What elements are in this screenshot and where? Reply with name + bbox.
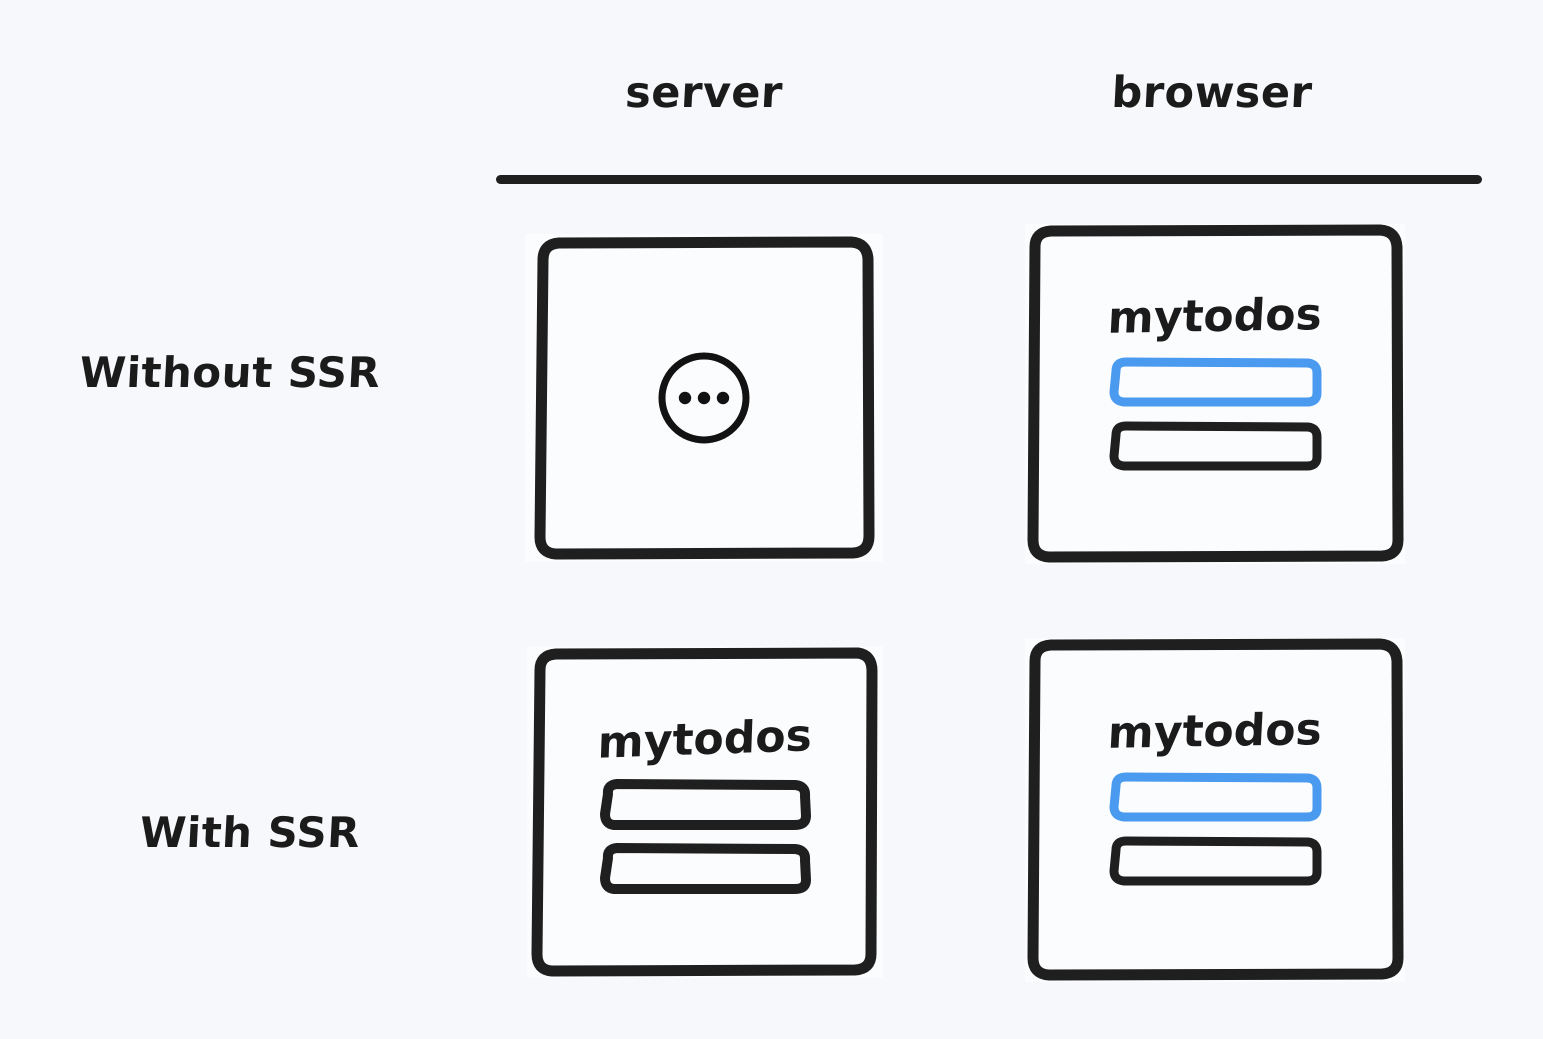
- ellipsis-circle-icon: [654, 348, 754, 448]
- card-frame-outline: [531, 647, 878, 977]
- todo-item-bar[interactable]: [1106, 772, 1324, 822]
- card-content: mytodos: [1025, 638, 1405, 982]
- card-server-without-ssr: [525, 234, 883, 562]
- card-browser-without-ssr: mytodos: [1025, 224, 1405, 564]
- column-header-server: server: [624, 68, 784, 118]
- header-divider: [496, 175, 1482, 184]
- card-server-with-ssr: mytodos: [527, 646, 883, 978]
- card-frame-outline: [1027, 224, 1404, 563]
- todo-item-bar[interactable]: [1106, 836, 1324, 886]
- todo-item-bar[interactable]: [597, 843, 813, 894]
- card-content: mytodos: [1025, 224, 1405, 564]
- card-content: [525, 234, 883, 562]
- app-title: mytodos: [1106, 704, 1324, 759]
- todo-item-bar[interactable]: [1106, 357, 1324, 407]
- row-label-with-ssr: With SSR: [138, 808, 362, 857]
- row-label-without-ssr: Without SSR: [78, 348, 382, 397]
- app-title: mytodos: [1106, 289, 1324, 344]
- card-frame-outline: [534, 236, 875, 560]
- app-title: mytodos: [597, 710, 813, 769]
- card-browser-with-ssr: mytodos: [1025, 638, 1405, 982]
- todo-item-bar[interactable]: [1106, 421, 1324, 471]
- card-frame-outline: [1027, 638, 1404, 981]
- todo-item-bar[interactable]: [597, 779, 813, 830]
- column-header-browser: browser: [1110, 68, 1314, 118]
- card-content: mytodos: [527, 646, 883, 978]
